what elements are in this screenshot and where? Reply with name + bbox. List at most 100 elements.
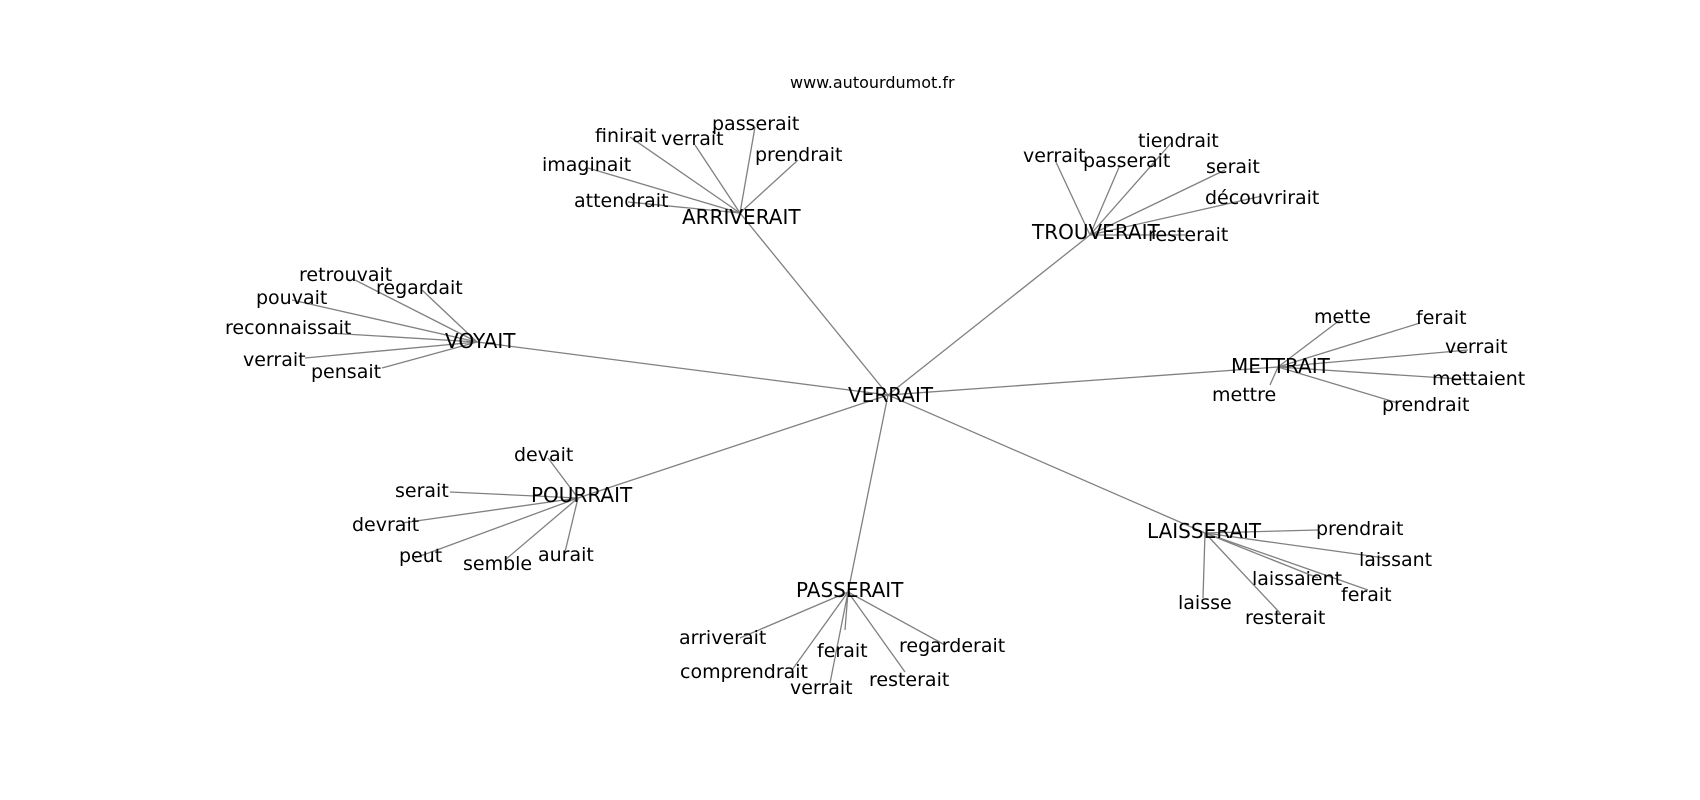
edge-hub-leaf — [629, 136, 741, 214]
edge-hub-leaf — [1054, 159, 1091, 236]
edge-hub-leaf — [421, 289, 478, 343]
hub-node-label: LAISSERAIT — [1147, 519, 1262, 543]
edge-hub-leaf — [1089, 164, 1121, 236]
edge-root-hub — [476, 341, 889, 396]
leaf-node-label: verrait — [661, 128, 724, 150]
leaf-node-label: passerait — [1083, 150, 1170, 172]
leaf-node-label: pouvait — [256, 287, 327, 309]
edge-hub-leaf — [449, 491, 579, 499]
edge-hub-leaf — [564, 497, 579, 553]
edge-hub-leaf — [694, 144, 741, 214]
edge-hub-leaf — [291, 299, 478, 343]
edge-hub-leaf — [847, 591, 946, 646]
edge-hub-leaf — [791, 591, 849, 671]
leaf-node-label: ferait — [817, 640, 868, 662]
edge-root-hub — [739, 212, 889, 396]
edge-hub-leaf — [1277, 366, 1399, 404]
leaf-node-label: laissant — [1359, 549, 1432, 571]
leaf-node-label: peut — [399, 545, 442, 567]
edge-hub-leaf — [1202, 532, 1206, 599]
edge-hub-leaf — [381, 341, 478, 369]
leaf-node-label: resterait — [1245, 607, 1325, 629]
edge-hub-leaf — [1089, 169, 1226, 236]
leaf-node-label: verrait — [1023, 145, 1086, 167]
edge-hub-leaf — [1269, 366, 1279, 386]
edge-root-hub — [887, 366, 1279, 396]
leaf-node-label: ferait — [1416, 307, 1467, 329]
leaf-node-label: verrait — [243, 349, 306, 371]
site-watermark: www.autourdumot.fr — [790, 73, 955, 92]
leaf-node-label: mettre — [1212, 384, 1276, 406]
edge-hub-leaf — [354, 279, 478, 343]
edge-hub-leaf — [587, 167, 741, 214]
leaf-node-label: attendrait — [574, 190, 669, 212]
leaf-node-label: laisse — [1178, 592, 1232, 614]
leaf-node-label: imaginait — [542, 154, 631, 176]
leaf-node-label: finirait — [595, 125, 656, 147]
edge-hub-leaf — [1204, 532, 1319, 579]
leaf-node-label: mette — [1314, 306, 1371, 328]
edge-root-hub — [887, 394, 1206, 534]
root-node-label: VERRAIT — [848, 383, 934, 407]
edge-hub-leaf — [1204, 532, 1369, 591]
edge-hub-leaf — [739, 591, 849, 639]
edge-hub-leaf — [327, 332, 478, 343]
edge-hub-leaf — [844, 591, 849, 631]
hub-node-label: POURRAIT — [531, 483, 633, 507]
leaf-node-label: serait — [1206, 156, 1260, 178]
leaf-node-label: arriverait — [679, 627, 766, 649]
leaf-node-label: resterait — [869, 669, 949, 691]
leaf-node-label: regarderait — [899, 635, 1005, 657]
leaf-node-label: passerait — [712, 113, 799, 135]
leaf-node-label: devrait — [352, 514, 419, 536]
leaf-node-label: pensait — [311, 361, 381, 383]
leaf-node-label: regardait — [376, 277, 463, 299]
edge-hub-leaf — [547, 457, 579, 499]
edge-hub-leaf — [627, 201, 741, 214]
leaf-node-label: resterait — [1148, 224, 1228, 246]
leaf-node-label: verrait — [790, 677, 853, 699]
leaf-node-label: laissaient — [1252, 568, 1342, 590]
leaf-node-label: ferait — [1341, 584, 1392, 606]
hub-node-label: VOYAIT — [445, 329, 516, 353]
leaf-node-label: découvrirait — [1205, 187, 1319, 209]
leaf-node-label: serait — [395, 480, 449, 502]
edge-hub-leaf — [401, 497, 579, 524]
edge-hub-leaf — [1204, 532, 1386, 559]
hub-node-label: PASSERAIT — [796, 578, 904, 602]
edge-hub-leaf — [504, 497, 579, 561]
hub-node-label: METTRAIT — [1231, 354, 1331, 378]
edge-hub-leaf — [1204, 529, 1319, 534]
edge-hub-leaf — [1277, 319, 1341, 368]
leaf-node-label: devait — [514, 444, 573, 466]
edge-hub-leaf — [1089, 195, 1263, 236]
edge-hub-leaf — [414, 497, 579, 559]
edges-layer — [291, 126, 1476, 684]
edge-hub-leaf — [1089, 141, 1173, 236]
edge-hub-leaf — [847, 591, 906, 673]
leaf-node-label: prendrait — [1316, 518, 1403, 540]
edge-hub-leaf — [1277, 349, 1469, 368]
leaf-node-label: reconnaissait — [225, 317, 351, 339]
edge-root-hub — [887, 234, 1091, 396]
leaf-node-label: semble — [463, 553, 532, 575]
leaf-node-label: comprendrait — [680, 661, 808, 683]
leaf-node-label: aurait — [538, 544, 594, 566]
edge-root-hub — [847, 394, 889, 593]
edge-hub-leaf — [1277, 366, 1476, 381]
leaf-node-label: prendrait — [755, 144, 842, 166]
edge-hub-leaf — [1204, 532, 1281, 614]
edge-hub-leaf — [304, 341, 478, 359]
leaf-node-label: mettaient — [1432, 368, 1525, 390]
edge-hub-leaf — [739, 126, 756, 214]
leaf-node-label: verrait — [1445, 336, 1508, 358]
leaf-node-label: retrouvait — [299, 264, 392, 286]
hub-node-label: ARRIVERAIT — [682, 205, 801, 229]
edge-hub-leaf — [739, 159, 799, 214]
edge-hub-leaf — [829, 591, 849, 684]
edge-hub-leaf — [1277, 322, 1421, 368]
edge-root-hub — [577, 394, 889, 499]
leaf-node-label: prendrait — [1382, 394, 1469, 416]
